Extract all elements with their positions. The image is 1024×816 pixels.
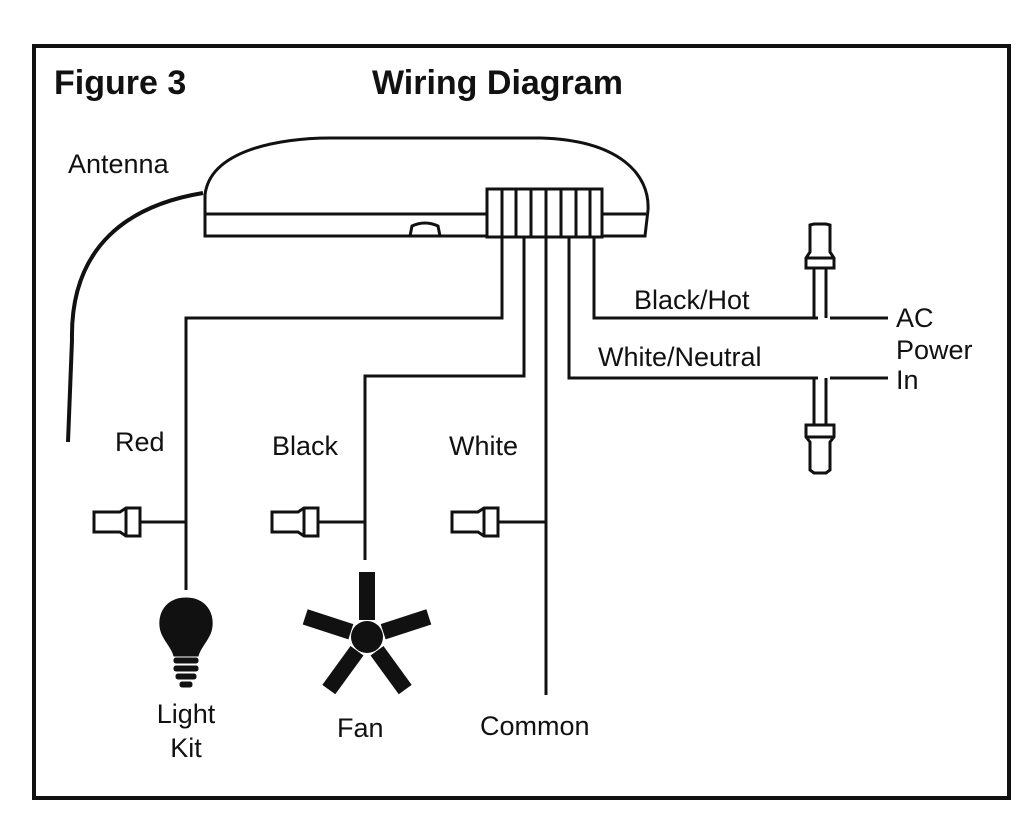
wire-nut-icon <box>92 506 142 538</box>
red-wire <box>184 237 504 590</box>
wire-nut-icon <box>270 506 320 538</box>
ac-power-label-line1: AC <box>896 303 934 333</box>
fan-label: Fan <box>337 713 384 743</box>
diagram-title: Wiring Diagram <box>372 64 623 102</box>
fan-icon <box>302 572 432 695</box>
diagram-frame <box>32 44 1011 800</box>
black-label: Black <box>272 431 339 461</box>
red-label: Red <box>115 427 165 457</box>
white-label: White <box>449 431 519 461</box>
ac-power-label-line3: In <box>896 365 919 395</box>
white-neutral-label: White/Neutral <box>598 342 762 372</box>
antenna-wire <box>66 191 204 443</box>
wires <box>140 237 888 695</box>
light-kit-label-line2: Kit <box>170 733 202 763</box>
figure-label: Figure 3 <box>54 64 187 102</box>
white-neutral-wire <box>567 237 818 380</box>
black-wire <box>363 237 526 560</box>
light-kit-label-line1: Light <box>156 699 216 729</box>
black-hot-label: Black/Hot <box>634 285 750 315</box>
ac-power-label-line2: Power <box>896 335 973 365</box>
wire-nut-icon <box>804 222 836 318</box>
antenna-label: Antenna <box>68 149 169 179</box>
black-hot-wire <box>592 237 818 320</box>
common-label: Common <box>480 711 590 741</box>
light-bulb-icon <box>159 597 213 688</box>
receiver-module <box>203 136 650 239</box>
wire-nut-icon <box>804 378 836 475</box>
wire-nut-icon <box>450 506 500 538</box>
